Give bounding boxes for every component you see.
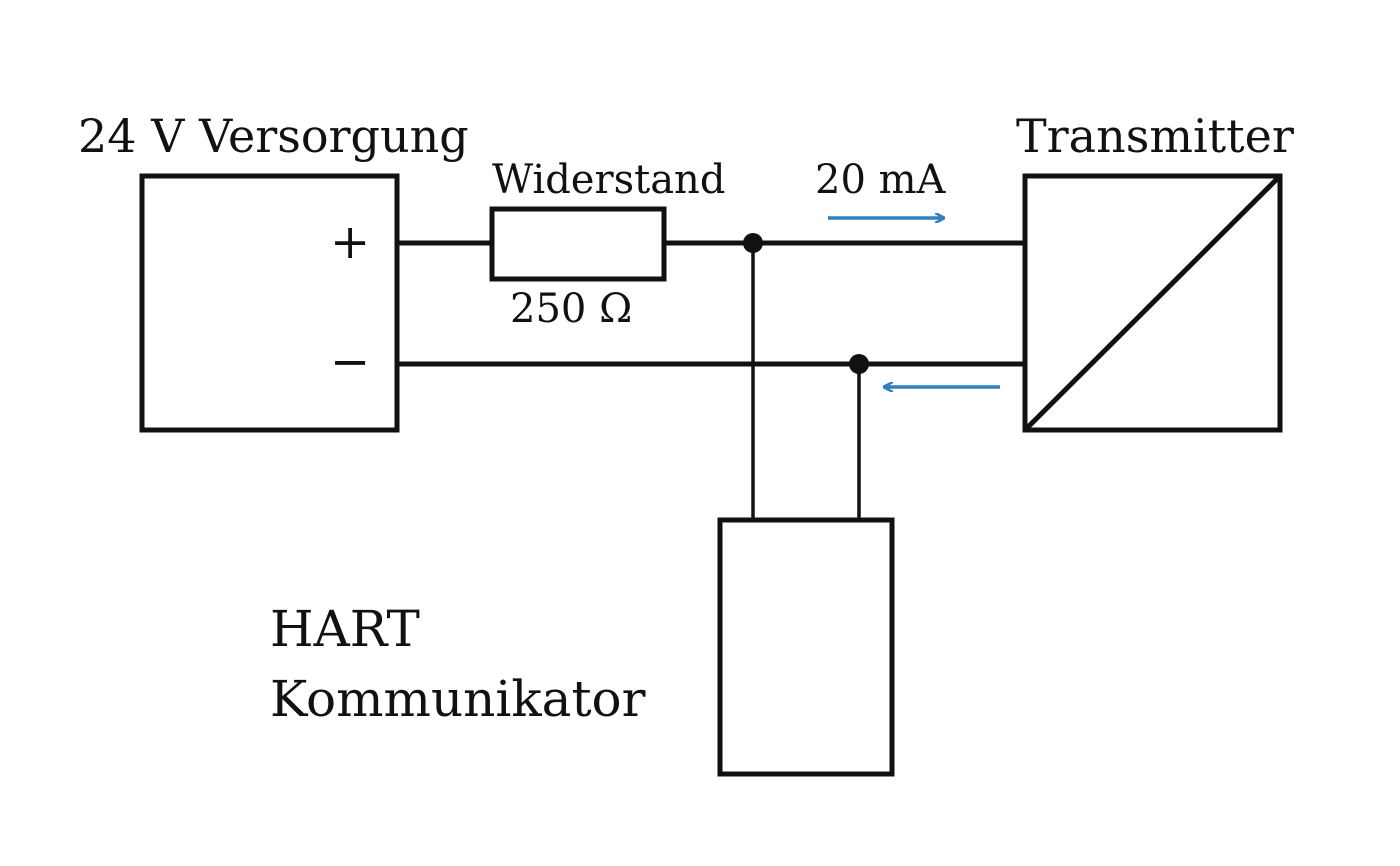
resistor-value: 250 Ω [510,286,632,332]
supply-box [139,173,400,433]
current-label: 20 mA [815,157,947,203]
communicator-label-line2: Kommunikator [270,670,646,728]
supply-plus-label: + [330,214,370,270]
resistor-symbol [489,206,667,282]
supply-minus-label: − [330,334,370,390]
communicator-label-line1: HART [270,600,420,658]
junction-dot-top [743,233,763,253]
supply-title: 24 V Versorgung [78,109,469,163]
transmitter-diagonal [1023,174,1282,432]
resistor-label: Widerstand [492,157,725,203]
communicator-box [717,517,895,777]
transmitter-title: Transmitter [1016,109,1294,163]
junction-dot-bottom [849,354,869,374]
